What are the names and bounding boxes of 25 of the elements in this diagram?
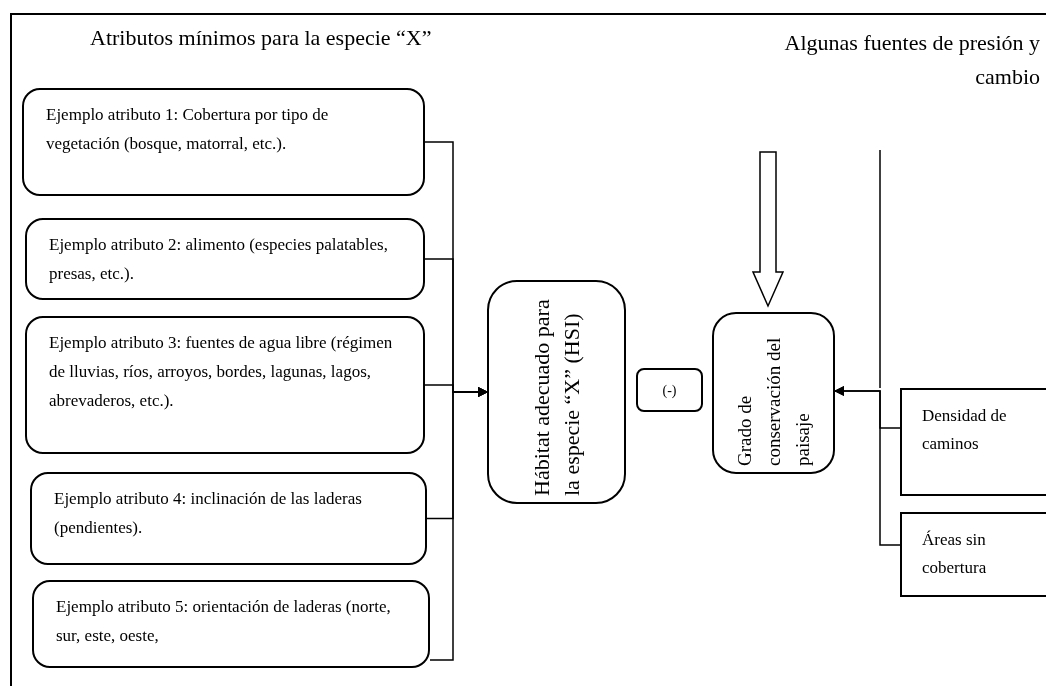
attribute-box (22, 88, 425, 196)
node-text: Densidad de caminos (922, 405, 1008, 455)
pressure-box (900, 388, 1046, 496)
connector-arrow (834, 386, 901, 546)
attribute-box (32, 580, 430, 668)
sign-box (636, 368, 703, 412)
conservation-box (712, 312, 835, 474)
node-text: Ejemplo atributo 4: inclinación de las laderas (pendientes). (54, 488, 363, 539)
node-text: Ejemplo atributo 3: fuentes de agua libre (régimen de lluvias, ríos, arroyos, bordes, lagunas, lagos, abrevaderos, etc.). (49, 332, 394, 412)
hollow-arrow (751, 151, 785, 308)
pressure-box (900, 512, 1046, 597)
node-text: (-) (662, 381, 677, 400)
attribute-box (30, 472, 427, 565)
attribute-box (25, 218, 425, 300)
node-text: Ejemplo atributo 1: Cobertura por tipo de vegetación (bosque, matorral, etc.). (46, 104, 330, 155)
attribute-box (25, 316, 425, 454)
section-heading: Algunas fuentes de presión y cambio (783, 29, 1040, 91)
habitat-box (487, 280, 626, 504)
node-text: Hábitat adecuado para la especie “X” (HSI) (527, 298, 585, 496)
node-text: Ejemplo atributo 5: orientación de laderas (norte, sur, este, oeste, (56, 596, 392, 647)
connector-arrow (429, 387, 488, 661)
section-heading: Atributos mínimos para la especie “X” (90, 24, 432, 52)
node-text: Grado de conservación del paisaje (733, 336, 814, 466)
node-text: Áreas sin cobertura (922, 529, 988, 579)
node-text: Ejemplo atributo 2: alimento (especies palatables, presas, etc.). (49, 234, 389, 285)
